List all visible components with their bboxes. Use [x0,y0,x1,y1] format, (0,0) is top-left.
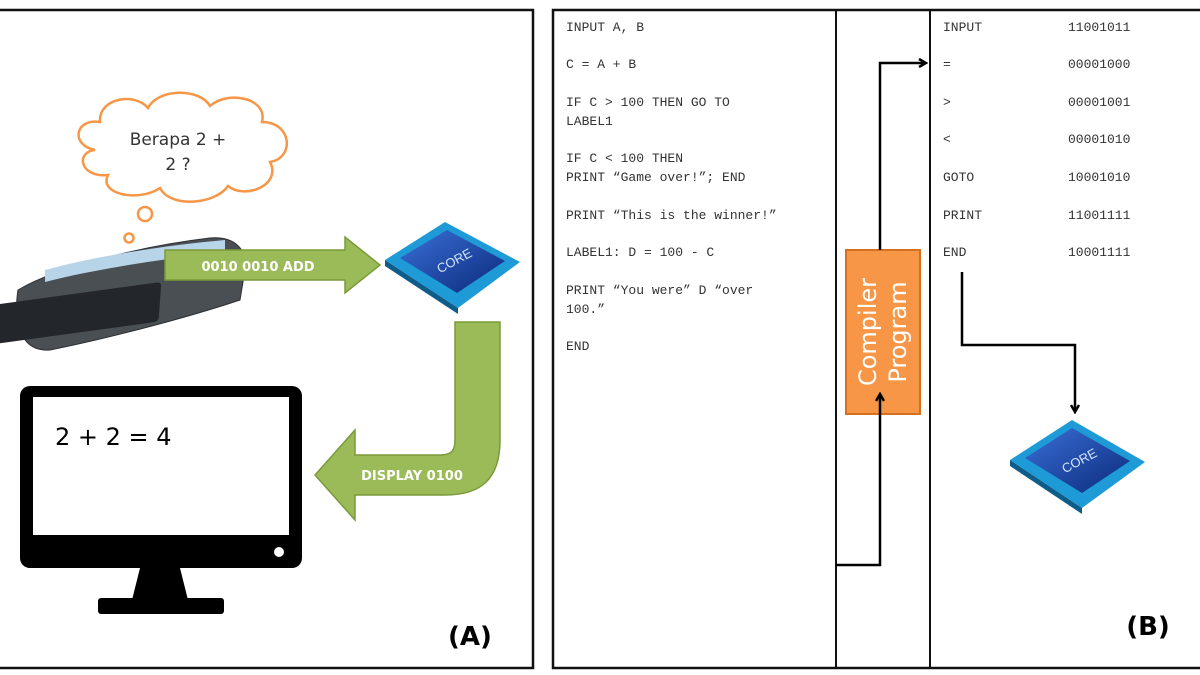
code-line: END [566,339,590,354]
output-arrow-label: DISPLAY 0100 [361,469,463,484]
arrow-into-compiler [836,394,880,567]
token: END [943,245,967,260]
panel-b-border [551,8,1200,670]
code-line: IF C < 100 THEN [566,151,683,166]
token: = [943,57,951,72]
arrow-to-cpu [960,272,1075,412]
panel-a-label: (A) [448,622,492,652]
code: 00001000 [1068,57,1130,72]
panel-a-border [0,8,535,670]
thought-line-1: Berapa 2 + [130,130,227,150]
thought-cloud [77,91,288,261]
monitor-icon [20,386,302,614]
code: 00001010 [1068,132,1130,147]
screen-text: 2 + 2 = 4 [55,423,172,451]
code-line: LABEL1 [566,114,613,129]
machine-code-table: INPUT 11001011 = 00001000 > 00001001 < 0… [943,20,1131,260]
panel-a: Berapa 2 + 2 ? 0010 0010 ADD CORE DISPLA… [0,8,535,670]
panel-b-label: (B) [1126,612,1170,642]
input-arrow: 0010 0010 ADD [164,235,382,295]
token: GOTO [943,170,974,185]
source-code: INPUT A, B C = A + B IF C > 100 THEN GO … [566,20,777,354]
compiler-program-box: Compiler Program [845,249,921,415]
token: > [943,95,951,110]
code: 11001011 [1068,20,1131,35]
thought-line-2: 2 ? [165,155,190,175]
code: 10001010 [1068,170,1130,185]
code-line: 100.” [566,302,605,317]
code-line: PRINT “This is the winner!” [566,208,777,223]
code-line: PRINT “You were” D “over [566,283,753,298]
token: INPUT [943,20,982,35]
code-line: C = A + B [566,57,636,72]
panel-b: INPUT A, B C = A + B IF C > 100 THEN GO … [551,8,1200,670]
output-arrow: DISPLAY 0100 [313,321,501,522]
cpu-chip-icon: CORE [1010,420,1145,514]
code-line: INPUT A, B [566,20,644,35]
compiler-line-2: Program [884,281,912,382]
code-line: PRINT “Game over!”; END [566,170,746,185]
code-line: LABEL1: D = 100 - C [566,245,714,260]
code-line: IF C > 100 THEN GO TO [566,95,730,110]
input-arrow-label: 0010 0010 ADD [201,260,314,275]
arrow-out-of-compiler [878,63,926,250]
token: < [943,132,951,147]
cpu-chip-icon: CORE [385,222,520,314]
token: PRINT [943,208,982,223]
code: 10001111 [1068,245,1131,260]
compiler-line-1: Compiler [854,278,882,386]
code: 11001111 [1068,208,1131,223]
code: 00001001 [1068,95,1131,110]
